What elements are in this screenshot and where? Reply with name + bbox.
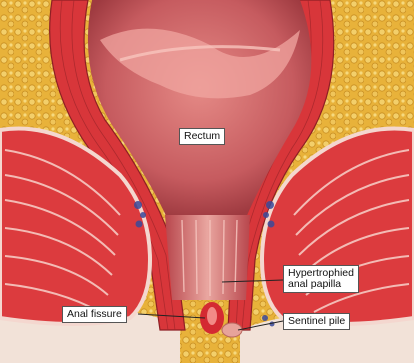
label-anal-fissure: Anal fissure: [62, 306, 127, 323]
label-sentinel-pile: Sentinel pile: [283, 313, 350, 330]
label-rectum: Rectum: [179, 128, 225, 145]
label-hypertrophied-anal-papilla: Hypertrophied anal papilla: [283, 265, 359, 293]
label-papilla-line-2: anal papilla: [288, 279, 354, 290]
